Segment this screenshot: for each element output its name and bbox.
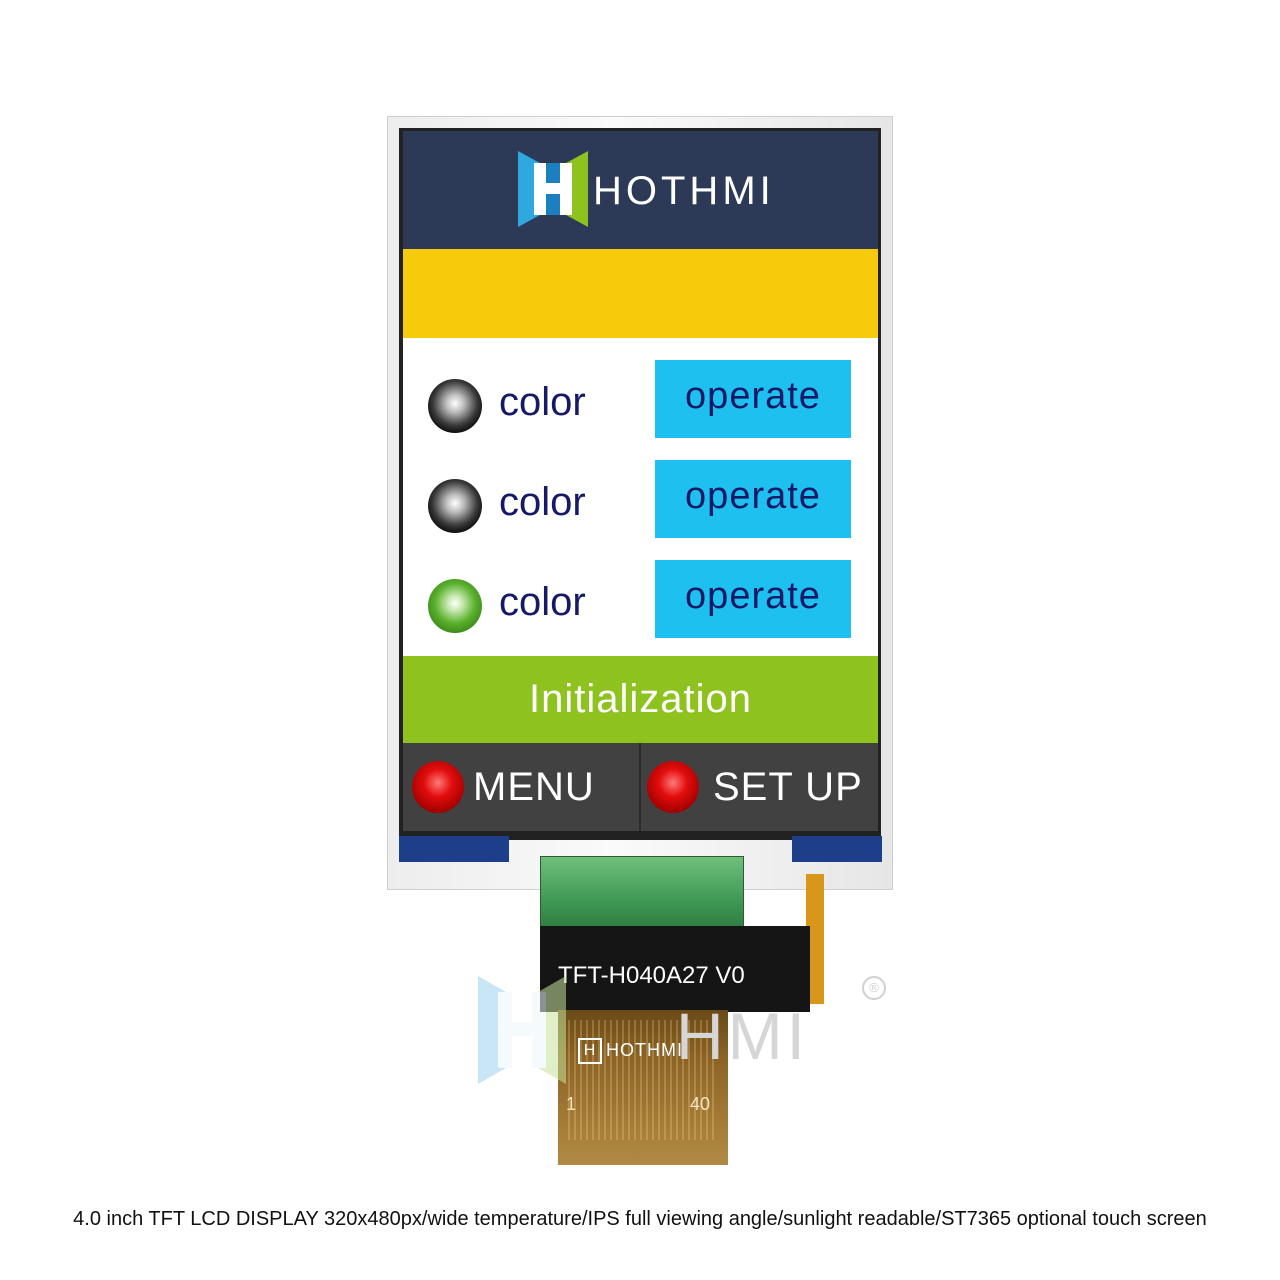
black-led-icon [428, 379, 482, 433]
lcd-screen: HOTHMI color operate color operate color… [403, 131, 878, 831]
fpc-part-label: TFT-H040A27 V0 [558, 962, 745, 989]
watermark-logo-icon [478, 976, 566, 1084]
fpc-blue-stiffener-right [792, 836, 882, 862]
setup-button[interactable]: SET UP [713, 765, 863, 809]
fpc-traces [568, 1020, 718, 1140]
green-led-icon [428, 579, 482, 633]
screen-header: HOTHMI [403, 131, 878, 249]
red-led-icon [412, 761, 464, 813]
fpc-logo-icon: H [578, 1038, 602, 1064]
fpc-upper-section [540, 856, 744, 930]
menu-button[interactable]: MENU [473, 765, 595, 809]
operate-button[interactable]: operate [655, 460, 851, 538]
fpc-blue-stiffener-left [399, 836, 509, 862]
operate-button[interactable]: operate [655, 560, 851, 638]
fpc-pin-last: 40 [690, 1094, 711, 1114]
initialization-button[interactable]: Initialization [403, 656, 878, 743]
row-label: color [499, 380, 586, 424]
brand-name: HOTHMI [593, 169, 775, 213]
product-caption: 4.0 inch TFT LCD DISPLAY 320x480px/wide … [73, 1208, 1207, 1230]
yellow-banner [403, 249, 878, 338]
control-row: color operate [403, 360, 878, 460]
operate-button[interactable]: operate [655, 360, 851, 438]
red-led-icon [647, 761, 699, 813]
hothmi-logo-icon [518, 151, 588, 227]
fpc-touch-tail [806, 874, 824, 1004]
fpc-black-section [540, 926, 810, 1012]
bottom-divider [639, 743, 641, 831]
fpc-lower-section [558, 1010, 728, 1165]
control-row: color operate [403, 460, 878, 560]
row-label: color [499, 580, 586, 624]
bottom-bar: MENU SET UP [403, 743, 878, 831]
row-label: color [499, 480, 586, 524]
control-rows: color operate color operate color operat… [403, 338, 878, 656]
registered-mark: ® [862, 976, 886, 1000]
control-row: color operate [403, 560, 878, 660]
watermark-text: HMI [676, 999, 809, 1073]
fpc-pin-first: 1 [566, 1094, 577, 1114]
fpc-logo-text: HOTHMI [606, 1039, 683, 1060]
black-led-icon [428, 479, 482, 533]
